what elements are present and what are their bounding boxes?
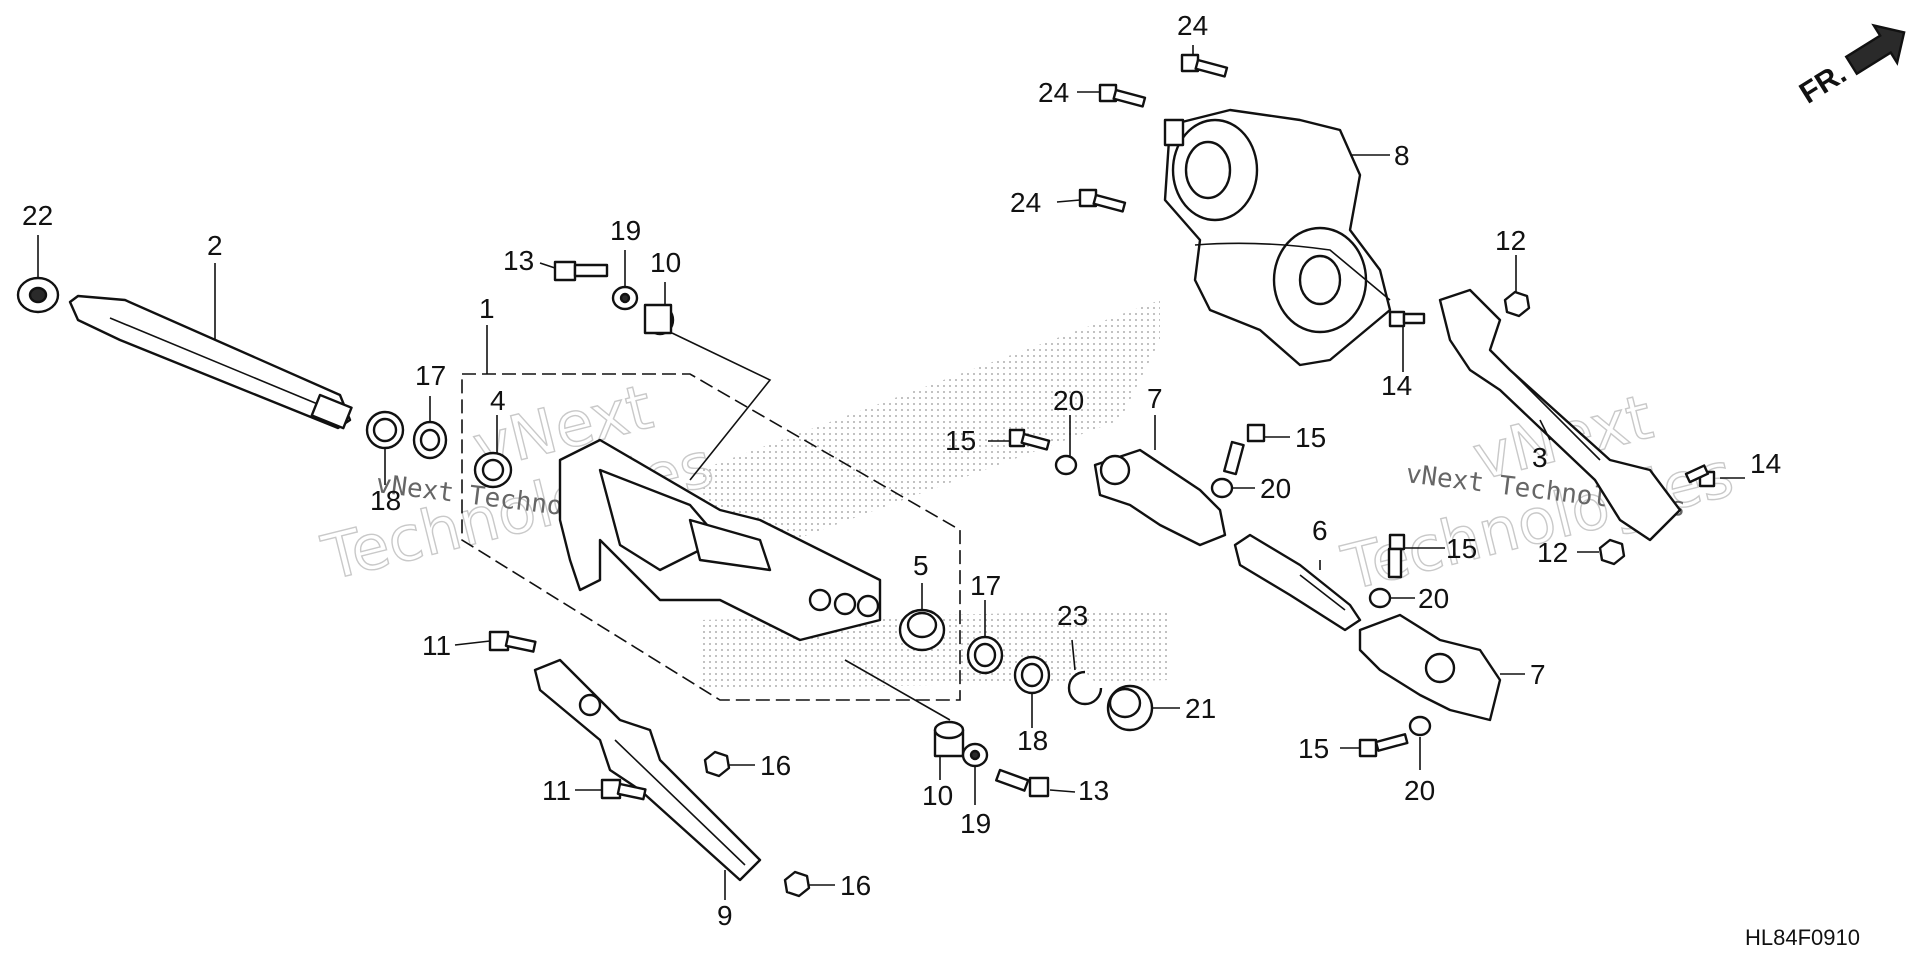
callout-16: 16	[760, 750, 791, 781]
part-24-bolt-mid	[1098, 83, 1147, 108]
part-6-shaft	[1233, 533, 1362, 632]
callout-3: 3	[1532, 442, 1548, 473]
callout-22: 22	[22, 200, 53, 231]
part-16-nut-upper	[703, 750, 731, 778]
callout-9: 9	[717, 900, 733, 931]
part-15-bolt-b	[1223, 423, 1266, 476]
callout-10: 10	[650, 247, 681, 278]
drawing-code: HL84F0910	[1745, 925, 1860, 950]
callout-4: 4	[490, 385, 506, 416]
callout-24: 24	[1010, 187, 1041, 218]
callout-5: 5	[913, 550, 929, 581]
leader-lines	[37, 45, 1745, 900]
part-10-collar-lower	[933, 720, 965, 758]
callout-12: 12	[1537, 537, 1568, 568]
part-23-clip	[1067, 670, 1103, 706]
part-5-bushing	[898, 608, 946, 652]
callout-20: 20	[1404, 775, 1435, 806]
callout-14: 14	[1750, 448, 1781, 479]
part-15-bolt-d	[1358, 733, 1409, 758]
callout-19: 19	[610, 215, 641, 246]
callout-12: 12	[1495, 225, 1526, 256]
part-19-washer-upper	[611, 285, 639, 311]
callout-11: 11	[422, 630, 451, 661]
callout-8: 8	[1394, 140, 1410, 171]
part-22-washer	[16, 276, 60, 314]
callout-7: 7	[1530, 659, 1546, 690]
part-1-column-housing	[558, 438, 882, 642]
part-14-bolt-upper	[1388, 310, 1426, 328]
part-10-collar-upper	[643, 303, 675, 336]
callout-18: 18	[370, 485, 401, 516]
callout-13: 13	[503, 245, 534, 276]
part-18-ring	[365, 410, 405, 450]
part-12-nut-upper	[1503, 290, 1531, 318]
part-16-nut-lower	[783, 870, 811, 898]
callout-24: 24	[1177, 10, 1208, 41]
callout-13: 13	[1078, 775, 1109, 806]
part-12-nut-lower	[1598, 538, 1626, 566]
callout-19: 19	[960, 808, 991, 839]
svg-text:FR.: FR.	[1794, 57, 1852, 111]
part-1-assembly-frame	[461, 373, 961, 701]
part-4-bushing	[473, 451, 513, 489]
callout-2: 2	[207, 230, 223, 261]
callout-23: 23	[1057, 600, 1088, 631]
part-2-shaft	[68, 294, 353, 430]
callout-17: 17	[970, 570, 1001, 601]
part-11-bolt-upper	[488, 630, 537, 653]
part-14-bolt-lower	[1684, 464, 1716, 488]
front-direction-arrow: FR.	[1794, 23, 1906, 111]
part-8-motor-unit	[1163, 108, 1392, 367]
callout-20: 20	[1053, 385, 1084, 416]
callout-labels: 22 2 1 17 4 18 13 19 10 5 17 23 21 18 10…	[22, 10, 1781, 931]
part-21-boot	[1106, 684, 1154, 732]
part-17-seal	[412, 420, 448, 460]
callout-7: 7	[1147, 383, 1163, 414]
callout-14: 14	[1381, 370, 1412, 401]
part-20-washer-d	[1408, 715, 1432, 737]
part-7-joint-upper	[1093, 448, 1227, 547]
part-19-washer-lower	[961, 742, 989, 768]
part-18-ring-lower	[1013, 655, 1051, 695]
part-3-joint-shaft	[1438, 288, 1682, 542]
part-20-washer-c	[1368, 587, 1392, 609]
part-11-bolt-lower	[600, 778, 647, 801]
part-9-damper	[533, 658, 762, 882]
part-13-bolt-upper	[553, 260, 609, 282]
part-24-bolt-top	[1180, 53, 1229, 78]
callout-15: 15	[945, 425, 976, 456]
part-20-washer-b	[1210, 477, 1234, 499]
callout-20: 20	[1260, 473, 1291, 504]
callout-15: 15	[1298, 733, 1329, 764]
callout-17: 17	[415, 360, 446, 391]
part-20-washer-a	[1054, 454, 1078, 476]
callout-20: 20	[1418, 583, 1449, 614]
callout-16: 16	[840, 870, 871, 901]
callout-10: 10	[922, 780, 953, 811]
callout-15: 15	[1295, 422, 1326, 453]
callout-1: 1	[479, 293, 495, 324]
callout-11: 11	[542, 775, 571, 806]
callout-6: 6	[1312, 515, 1328, 546]
part-15-bolt-a	[1008, 428, 1051, 451]
part-24-bolt-low	[1078, 188, 1127, 213]
part-13-bolt-lower	[995, 768, 1050, 798]
callout-24: 24	[1038, 77, 1069, 108]
part-7-joint-lower	[1358, 613, 1502, 722]
callout-18: 18	[1017, 725, 1048, 756]
part-17-seal-lower	[966, 635, 1004, 675]
part-15-bolt-c	[1387, 533, 1406, 579]
callout-21: 21	[1185, 693, 1216, 724]
callout-15: 15	[1446, 533, 1477, 564]
